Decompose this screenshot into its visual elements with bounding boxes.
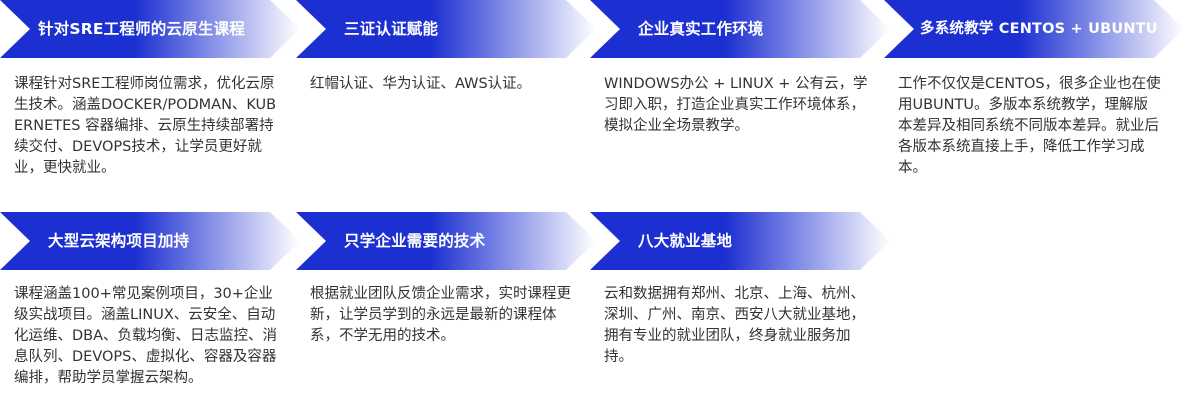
feature-card-multi-system: 多系统教学 CENTOS + UBUNTU 工作不仅仅是CENTOS，很多企业也… bbox=[884, 0, 1184, 179]
feature-title: 三证认证赋能 bbox=[344, 20, 439, 38]
feature-banner: 大型云架构项目加持 bbox=[0, 212, 300, 270]
feature-banner: 多系统教学 CENTOS + UBUNTU bbox=[884, 0, 1184, 58]
feature-card-cloud-projects: 大型云架构项目加持 课程涵盖100+常见案例项目，30+企业级实战项目。涵盖LI… bbox=[0, 212, 300, 389]
feature-description: 课程涵盖100+常见案例项目，30+企业级实战项目。涵盖LINUX、云安全、自动… bbox=[14, 286, 278, 386]
feature-description: 课程针对SRE工程师岗位需求，优化云原生技术。涵盖DOCKER/PODMAN、K… bbox=[14, 76, 277, 176]
chevron-banner-shape bbox=[296, 212, 596, 270]
feature-title: 针对SRE工程师的云原生课程 bbox=[38, 20, 245, 38]
feature-banner: 企业真实工作环境 bbox=[590, 0, 890, 58]
feature-banner: 八大就业基地 bbox=[590, 212, 890, 270]
feature-card-certifications: 三证认证赋能 红帽认证、华为认证、AWS认证。 bbox=[296, 0, 596, 95]
feature-title: 大型云架构项目加持 bbox=[48, 232, 190, 250]
feature-title: 只学企业需要的技术 bbox=[344, 232, 486, 250]
feature-card-employment-bases: 八大就业基地 云和数据拥有郑州、北京、上海、杭州、深圳、广州、南京、西安八大就业… bbox=[590, 212, 890, 368]
feature-title: 企业真实工作环境 bbox=[638, 20, 764, 38]
feature-banner: 针对SRE工程师的云原生课程 bbox=[0, 0, 300, 58]
feature-description: 根据就业团队反馈企业需求，实时课程更新，让学员学到的永远是最新的课程体系，不学无… bbox=[310, 286, 571, 344]
feature-card-real-environment: 企业真实工作环境 WINDOWS办公 + LINUX + 公有云，学习即入职，打… bbox=[590, 0, 890, 137]
feature-description: WINDOWS办公 + LINUX + 公有云，学习即入职，打造企业真实工作环境… bbox=[604, 76, 868, 134]
chevron-banner-shape bbox=[0, 0, 300, 58]
feature-card-enterprise-tech: 只学企业需要的技术 根据就业团队反馈企业需求，实时课程更新，让学员学到的永远是最… bbox=[296, 212, 596, 347]
chevron-banner-shape bbox=[0, 212, 300, 270]
feature-banner: 只学企业需要的技术 bbox=[296, 212, 596, 270]
feature-description: 红帽认证、华为认证、AWS认证。 bbox=[310, 76, 532, 92]
feature-card-sre-cloud-native: 针对SRE工程师的云原生课程 课程针对SRE工程师岗位需求，优化云原生技术。涵盖… bbox=[0, 0, 300, 179]
feature-title: 八大就业基地 bbox=[638, 232, 733, 250]
chevron-banner-shape bbox=[590, 0, 890, 58]
feature-description: 云和数据拥有郑州、北京、上海、杭州、深圳、广州、南京、西安八大就业基地，拥有专业… bbox=[604, 286, 865, 365]
feature-banner: 三证认证赋能 bbox=[296, 0, 596, 58]
chevron-banner-shape bbox=[296, 0, 596, 58]
chevron-banner-shape bbox=[884, 0, 1184, 58]
feature-title: 多系统教学 CENTOS + UBUNTU bbox=[920, 21, 1158, 37]
feature-description: 工作不仅仅是CENTOS，很多企业也在使用UBUNTU。多版本系统教学，理解版本… bbox=[898, 76, 1161, 176]
chevron-banner-shape bbox=[590, 212, 890, 270]
